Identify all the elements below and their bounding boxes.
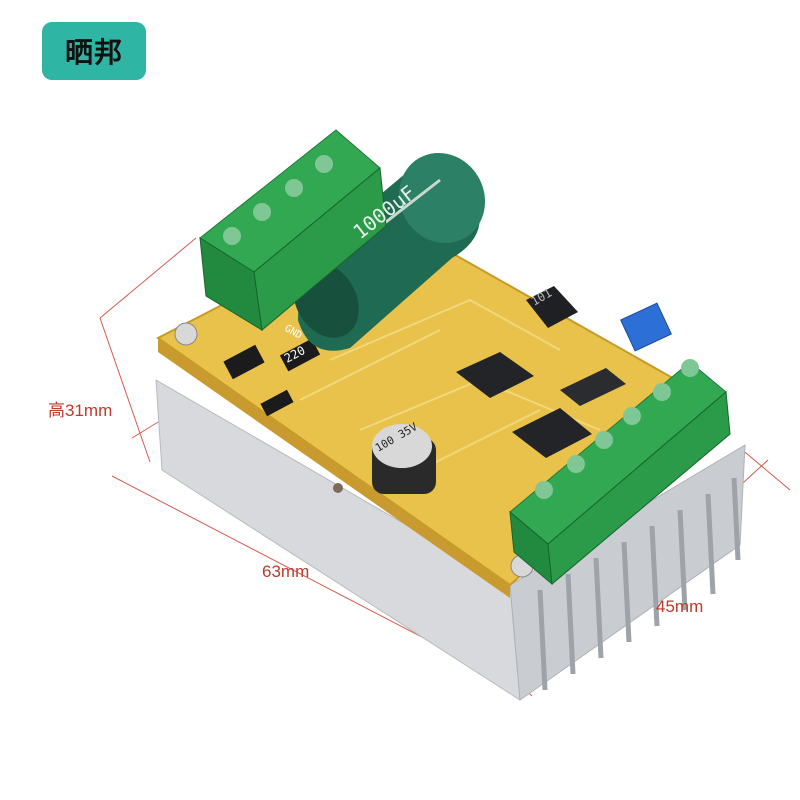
brand-label: 晒邦 bbox=[64, 36, 123, 69]
terminal-block-right bbox=[509, 359, 731, 586]
heatsink bbox=[155, 379, 746, 701]
width-dimension-label: 45mm bbox=[656, 597, 704, 616]
brand-badge: 晒邦 bbox=[42, 22, 146, 80]
terminal-block-left bbox=[199, 129, 387, 331]
length-dimension-label: 63mm bbox=[262, 562, 310, 581]
height-dimension-label: 高31mm bbox=[48, 401, 113, 420]
potentiometer bbox=[620, 302, 672, 352]
small-capacitor bbox=[372, 424, 436, 494]
large-capacitor bbox=[293, 152, 486, 351]
ic-chips bbox=[223, 286, 626, 458]
